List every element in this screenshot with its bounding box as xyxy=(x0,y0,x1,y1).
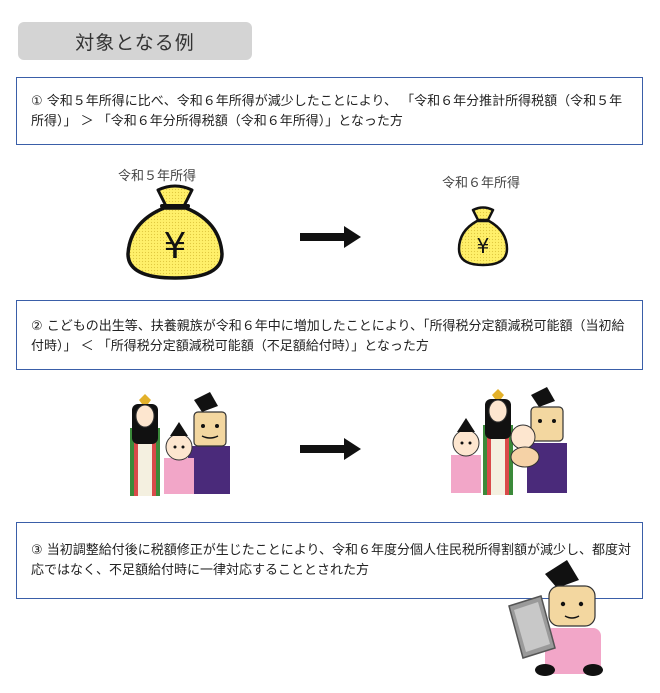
income-label-after: 令和６年所得 xyxy=(442,176,521,191)
case-1-text: ① 令和５年所得に比べ、令和６年所得が減少したことにより、 「令和６年分推計所得… xyxy=(31,94,623,129)
case-2-text: ② こどもの出生等、扶養親族が令和６年中に増加したことにより、「所得税分定額減税… xyxy=(31,319,625,354)
money-bag-small-icon: ¥ xyxy=(457,206,509,267)
yen-symbol-large: ¥ xyxy=(164,226,187,267)
yen-symbol-small: ¥ xyxy=(477,234,490,258)
family-with-baby-icon xyxy=(451,387,567,495)
case-box-1: ① 令和５年所得に比べ、令和６年所得が減少したことにより、 「令和６年分推計所得… xyxy=(16,77,643,145)
right-arrow-icon xyxy=(300,438,361,460)
income-label-before: 令和５年所得 xyxy=(118,169,197,184)
case-box-2: ② こどもの出生等、扶養親族が令和６年中に増加したことにより、「所得税分定額減税… xyxy=(16,300,643,370)
right-arrow-icon xyxy=(300,226,361,248)
section-title: 対象となる例 xyxy=(18,22,252,60)
case-box-3: ③ 当初調整給付後に税額修正が生じたことにより、令和６年度分個人住民税所得割額が… xyxy=(16,522,643,599)
case-3-text: ③ 当初調整給付後に税額修正が生じたことにより、令和６年度分個人住民税所得割額が… xyxy=(31,543,632,578)
person-laptop-icon xyxy=(508,560,603,676)
money-bag-large-icon: ¥ xyxy=(126,184,224,280)
family-icon xyxy=(130,392,230,496)
